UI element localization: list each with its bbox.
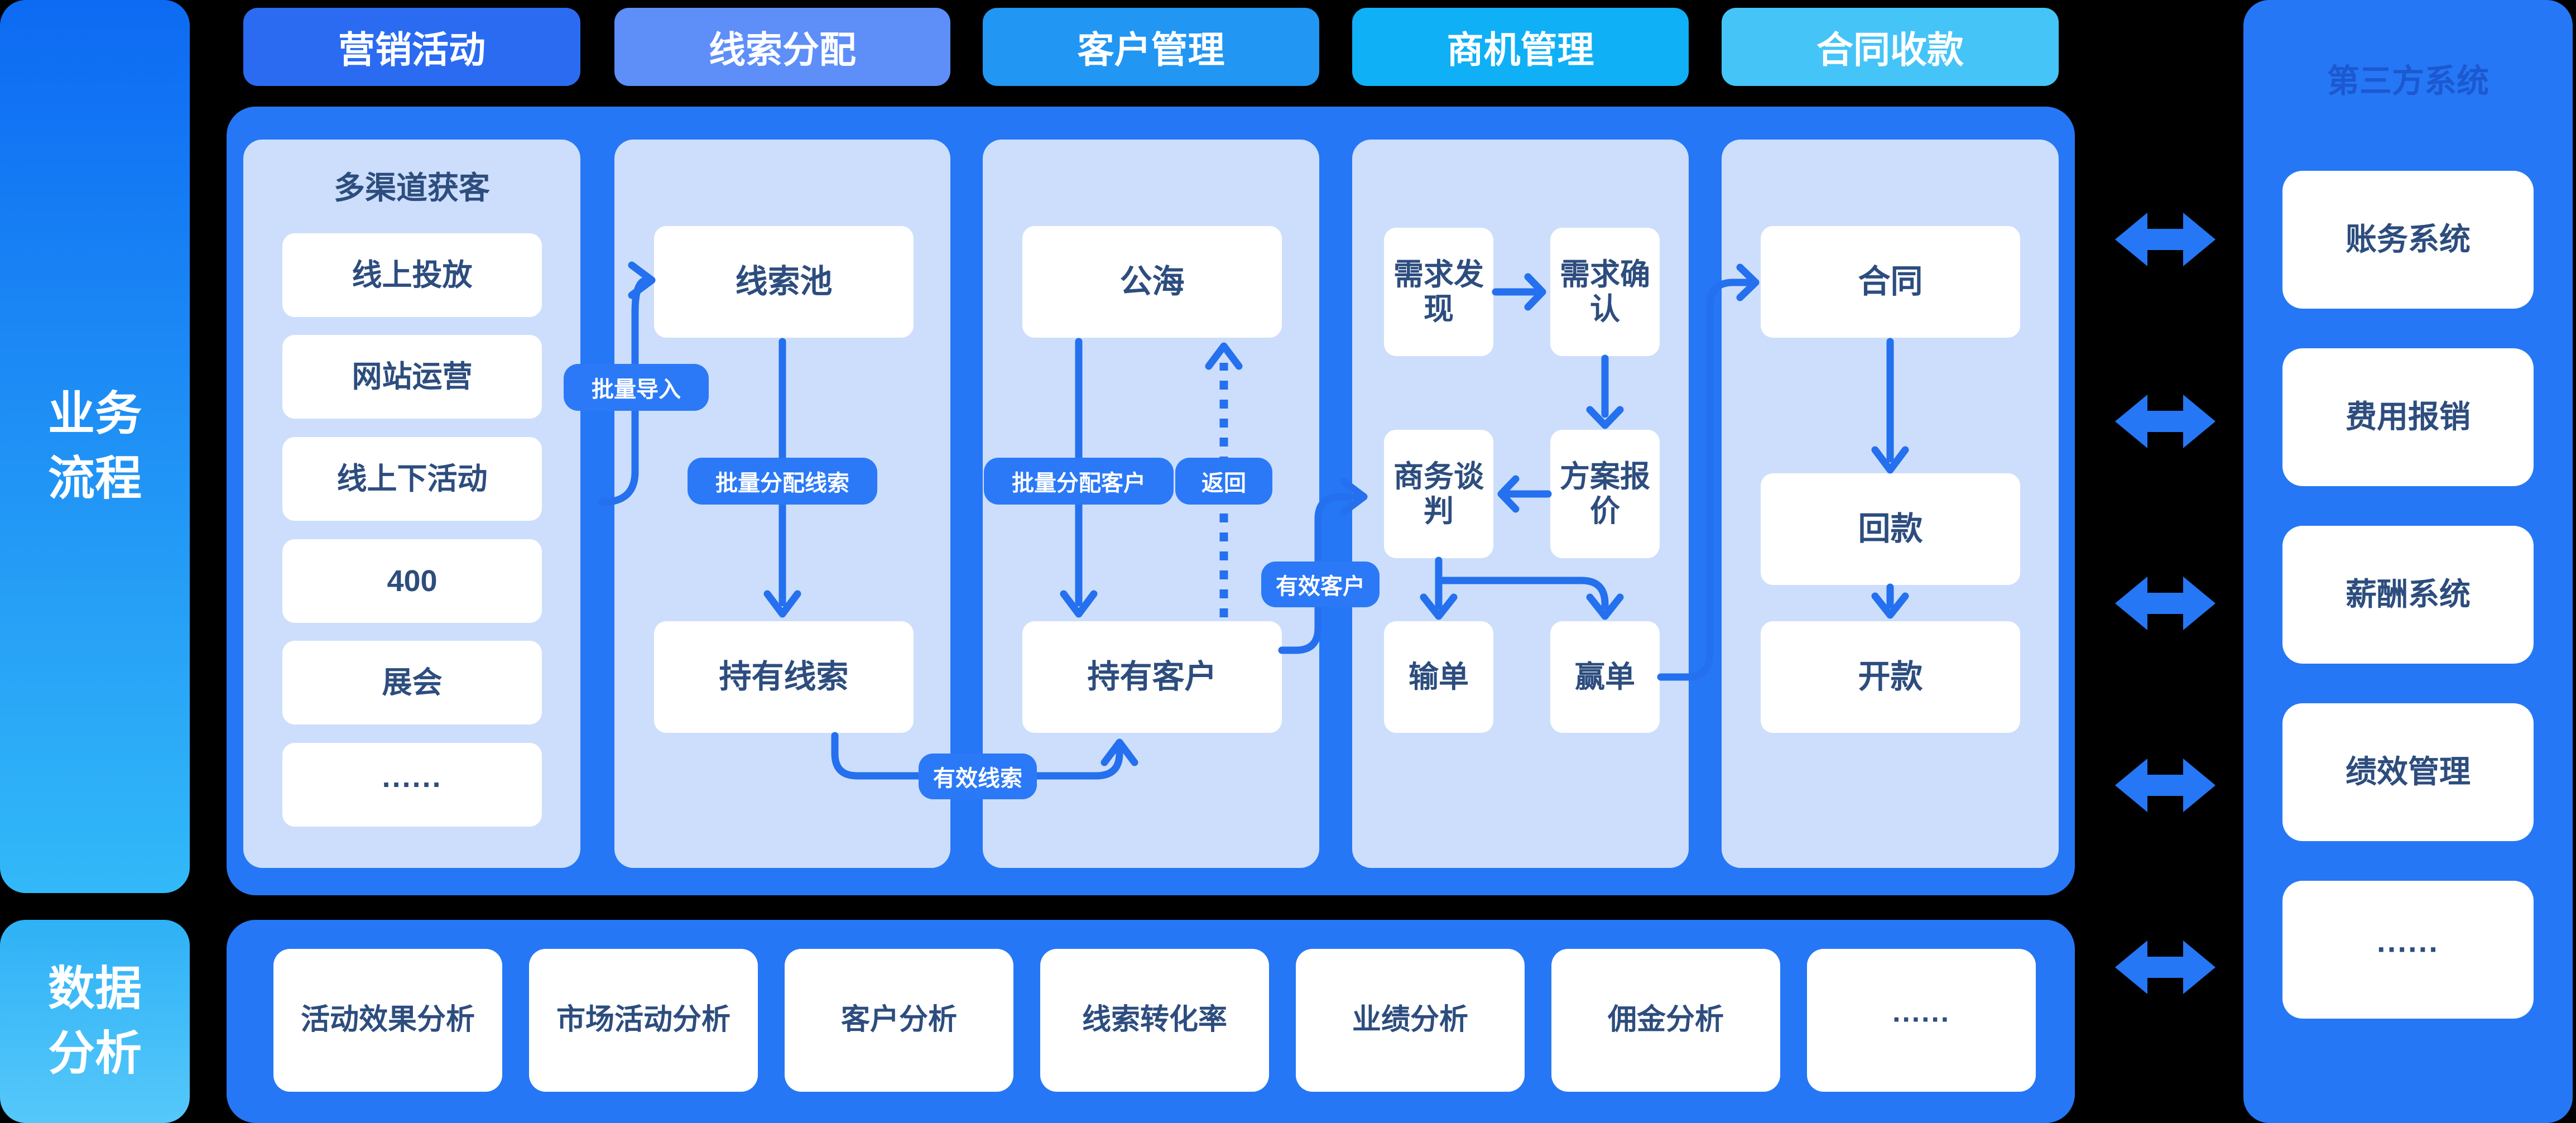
pill-batch-import: 批量导入 [564, 364, 709, 411]
node-lead-pool: 线索池 [654, 226, 914, 338]
node-exhibition: 展会 [282, 641, 542, 724]
node-solution-quote: 方案报价 [1550, 430, 1660, 558]
left-right-arrow-icon [2115, 940, 2215, 994]
node-contract: 合同 [1761, 226, 2020, 338]
node-online-offline-events: 线上下活动 [282, 437, 542, 521]
analysis-marketing-activity: 市场活动分析 [529, 949, 758, 1092]
left-right-arrow-icon [2115, 759, 2215, 812]
node-demand-discovery: 需求发现 [1384, 228, 1493, 356]
node-demand-confirmation: 需求确认 [1550, 228, 1660, 356]
tab-marketing-activity: 营销活动 [243, 8, 580, 86]
analysis-lead-conversion: 线索转化率 [1040, 949, 1269, 1092]
third-party-title: 第三方系统 [2327, 63, 2489, 99]
node-online-ads: 线上投放 [282, 233, 542, 317]
sidebar-business-process: 业务流程 [0, 0, 190, 893]
analysis-customer: 客户分析 [785, 949, 1013, 1092]
node-held-customers: 持有客户 [1022, 621, 1282, 733]
node-400-hotline: 400 [282, 539, 542, 623]
pill-valid-customers: 有效客户 [1261, 562, 1380, 607]
pill-valid-leads: 有效线索 [919, 754, 1037, 799]
node-website-operation: 网站运营 [282, 335, 542, 419]
node-invoicing: 开款 [1761, 621, 2020, 733]
data-analysis-label: 数据分析 [48, 962, 142, 1079]
left-right-arrow-icon [2115, 213, 2215, 266]
pill-batch-assign-leads: 批量分配线索 [688, 458, 877, 505]
node-lost-deal: 输单 [1384, 621, 1493, 733]
business-process-label: 业务流程 [48, 387, 142, 505]
tab-contract-collection: 合同收款 [1722, 8, 2059, 86]
node-won-deal: 赢单 [1550, 621, 1660, 733]
acquisition-title: 多渠道获客 [334, 170, 490, 205]
node-salary-system: 薪酬系统 [2282, 526, 2534, 664]
tab-opportunity-management: 商机管理 [1352, 8, 1689, 86]
node-acquisition-more: ······ [282, 743, 542, 827]
node-accounting-system: 账务系统 [2282, 171, 2534, 309]
pill-return: 返回 [1175, 458, 1272, 505]
node-payment-collection: 回款 [1761, 473, 2020, 585]
analysis-more: ······ [1807, 949, 2036, 1092]
node-public-pool: 公海 [1022, 226, 1282, 338]
node-performance-management: 绩效管理 [2282, 703, 2534, 841]
left-right-arrow-icon [2115, 395, 2215, 448]
analysis-performance: 业绩分析 [1296, 949, 1525, 1092]
sidebar-data-analysis: 数据分析 [0, 920, 190, 1123]
analysis-campaign-effect: 活动效果分析 [273, 949, 502, 1092]
node-held-leads: 持有线索 [654, 621, 914, 733]
tab-customer-management: 客户管理 [983, 8, 1319, 86]
node-business-negotiation: 商务谈判 [1384, 430, 1493, 558]
node-third-party-more: ······ [2282, 881, 2534, 1019]
node-expense-reimbursement: 费用报销 [2282, 348, 2534, 486]
left-right-arrow-icon [2115, 577, 2215, 630]
pill-batch-assign-customers: 批量分配客户 [984, 458, 1174, 505]
analysis-commission: 佣金分析 [1551, 949, 1780, 1092]
tab-lead-assignment: 线索分配 [614, 8, 950, 86]
